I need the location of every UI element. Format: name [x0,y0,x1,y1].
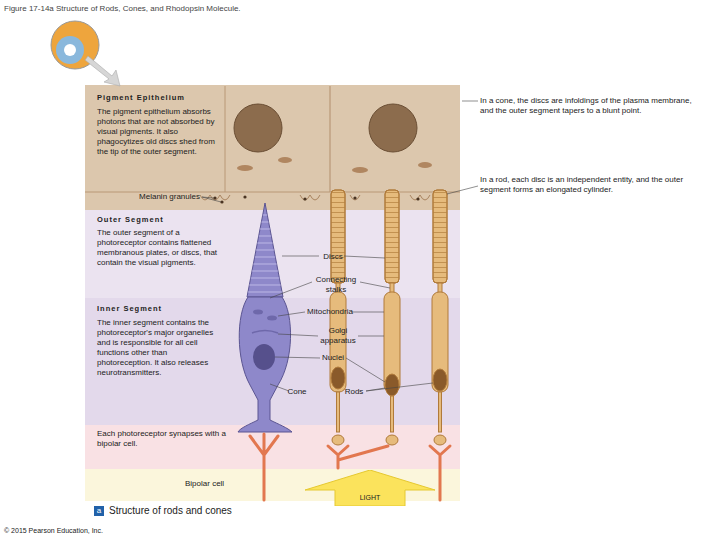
note-text: In a cone, the discs are infoldings of t… [480,96,705,116]
section-heading: Outer Segment [97,215,222,225]
figure-caption: Structure of rods and cones [109,505,309,517]
callout-label: Mitochondria [300,307,360,317]
node-text: LIGHT [305,493,435,503]
callout-label: Melanin granules [130,192,200,202]
eye-icon [51,21,120,86]
light-arrow: LIGHT [305,470,435,506]
callout-label: Cone [282,387,312,397]
note-text: In a rod, each disc is an independent en… [480,175,695,195]
copyright-text: © 2015 Pearson Education, Inc. [4,526,204,536]
node-text: The outer segment of a photoreceptor con… [97,228,219,268]
callout-label: Nuclei [318,353,348,363]
callout-label: Connecting stalks [310,275,362,295]
arrow-shape [305,470,435,506]
section-heading: Pigment Epithelium [97,93,222,103]
section-heading: Inner Segment [97,304,222,314]
node-text: The inner segment contains the photorece… [97,318,222,378]
callout-label: Rods [340,387,368,397]
callout-label: Discs [320,252,346,262]
figure-title: Figure 17-14a Structure of Rods, Cones, … [4,4,504,14]
node-text: The pigment epithelium absorbs photons t… [97,107,225,157]
part-letter-box: a [94,506,104,516]
node-text: a [94,506,104,516]
node-text: Bipolar cell [185,479,245,489]
callout-label: Golgi apparatus [316,326,360,346]
node-text: Each photoreceptor synapses with a bipol… [97,429,227,449]
